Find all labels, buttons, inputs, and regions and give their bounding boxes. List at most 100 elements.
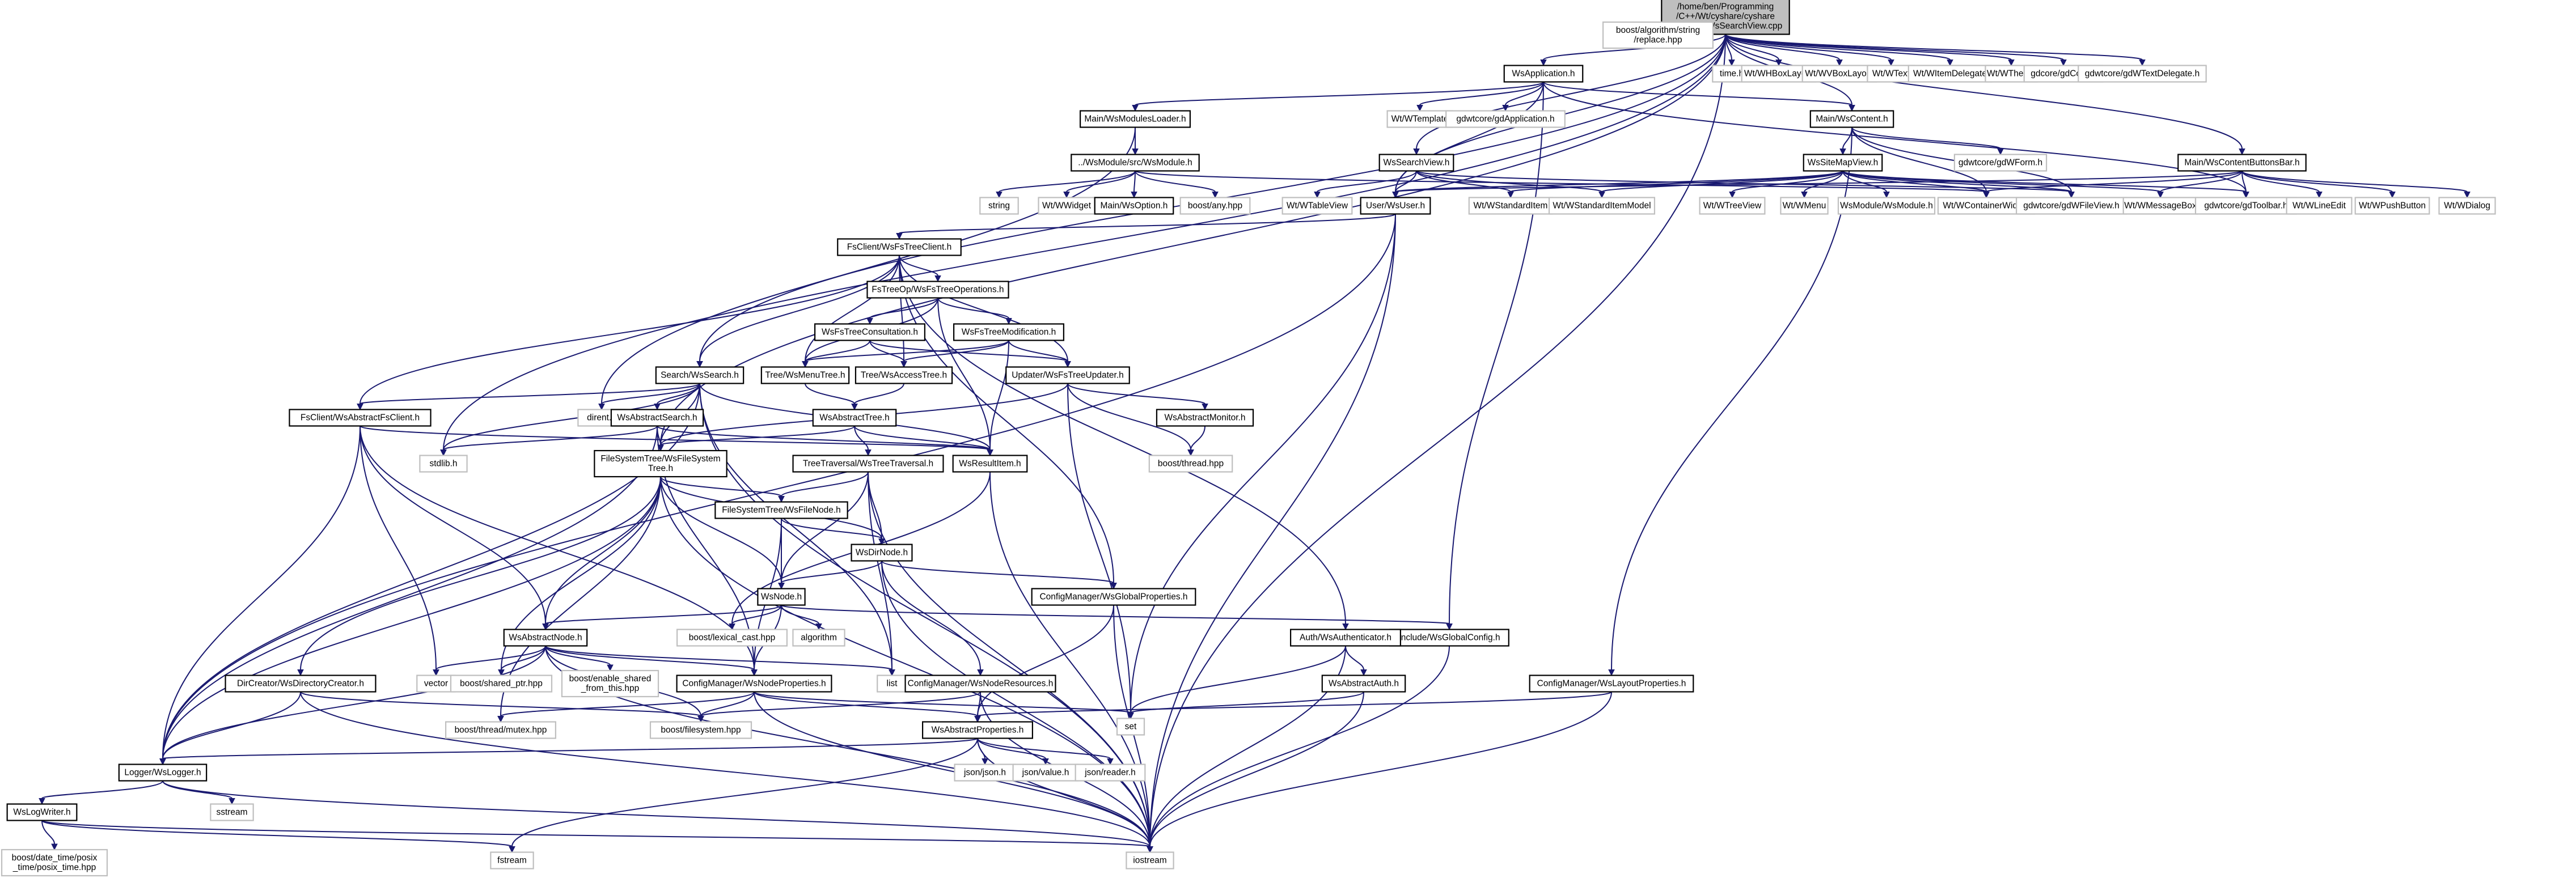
node-WsLayoutProperties[interactable]: ConfigManager/WsLayoutProperties.h — [1529, 675, 1694, 693]
edge-line — [1149, 646, 1346, 847]
node-WsContentButtonsBar[interactable]: Main/WsContentButtonsBar.h — [2177, 154, 2307, 172]
node-vector: vector — [416, 675, 456, 693]
edge-line — [300, 691, 701, 717]
node-box — [2194, 197, 2298, 215]
node-label: fstream — [497, 856, 527, 866]
edge-WsAuthenticator-to-WsAbstractAuth — [1345, 646, 1367, 676]
edge-WsFsTreeClient-to-WsAuthenticator — [899, 255, 1349, 630]
node-WsNode[interactable]: WsNode.h — [757, 588, 806, 606]
node-box — [792, 629, 845, 647]
node-layer: /home/ben/Programming/C++/Wt/cyshare/cys… — [1, 0, 2496, 877]
node-WsSearchView[interactable]: WsSearchView.h — [1378, 154, 1454, 172]
edge-WsFsTreeUpdater-to-set — [1067, 383, 1134, 719]
arrowhead-icon — [815, 623, 822, 630]
node-WsFsTreeUpdater[interactable]: Updater/WsFsTreeUpdater.h — [1005, 366, 1130, 384]
edge-line — [1842, 127, 1852, 149]
edge-line — [781, 561, 882, 584]
node-label: boost/algorithm/string — [1616, 26, 1700, 35]
node-WsAuthenticator[interactable]: Auth/WsAuthenticator.h — [1290, 629, 1402, 647]
node-WsResultItem[interactable]: WsResultItem.h — [952, 455, 1028, 473]
node-WsSiteMapView[interactable]: WsSiteMapView.h — [1803, 154, 1883, 172]
node-WsAbstractMonitor[interactable]: WsAbstractMonitor.h — [1156, 409, 1254, 427]
node-box — [1071, 154, 1200, 172]
node-WsContent[interactable]: Main/WsContent.h — [1809, 110, 1894, 128]
node-WsGlobalConfig[interactable]: Include/WsGlobalConfig.h — [1389, 629, 1509, 647]
node-WsFsTreeClient[interactable]: FsClient/WsFsTreeClient.h — [837, 238, 962, 256]
arrowhead-icon — [2464, 192, 2471, 198]
edge-line — [41, 820, 55, 845]
node-box — [1699, 197, 1766, 215]
node-label: Main/WsModulesLoader.h — [1084, 114, 1186, 124]
node-box — [2078, 65, 2207, 83]
node-boost_any: boost/any.hpp — [1179, 197, 1251, 215]
node-label: Wt/WTableView — [1287, 201, 1348, 211]
node-WsAbstractProperties[interactable]: WsAbstractProperties.h — [921, 721, 1033, 739]
edge-line — [2241, 170, 2393, 193]
edge-WsSearch-to-WsAbstractFsClient — [357, 383, 700, 410]
node-WsAbstractAuth[interactable]: WsAbstractAuth.h — [1321, 675, 1406, 693]
arrowhead-icon — [51, 843, 58, 851]
node-WsGlobalProperties[interactable]: ConfigManager/WsGlobalProperties.h — [1031, 588, 1196, 606]
edge-WsSiteMapView-to-WMessageBox — [1842, 170, 2164, 198]
arrowhead-icon — [657, 444, 664, 452]
node-WsApplication[interactable]: WsApplication.h — [1503, 65, 1584, 83]
edge-line — [41, 820, 1150, 847]
edge-line — [1842, 170, 2161, 193]
edge-line — [1842, 170, 1987, 193]
node-WsNodeResources[interactable]: ConfigManager/WsNodeResources.h — [904, 675, 1056, 693]
node-WsLogWriter[interactable]: WsLogWriter.h — [6, 803, 78, 821]
node-WsFsTreeConsultation[interactable]: WsFsTreeConsultation.h — [814, 323, 925, 341]
node-WsFsTreeModification[interactable]: WsFsTreeModification.h — [953, 323, 1064, 341]
edge-WsModule-to-WsOption — [1131, 171, 1137, 198]
node-WsFileNode[interactable]: FileSystemTree/WsFileNode.h — [714, 501, 848, 519]
arrowhead-icon — [865, 449, 872, 456]
node-WsLogger[interactable]: Logger/WsLogger.h — [118, 764, 208, 782]
arrowhead-icon — [977, 669, 984, 676]
node-WsDirNode[interactable]: WsDirNode.h — [851, 544, 913, 562]
edge-root-to-WVBoxLayout — [1725, 34, 1843, 66]
edge-WsContent-to-WsLayoutProperties — [1608, 127, 1852, 676]
node-label: boost/shared_ptr.hpp — [460, 679, 543, 689]
edge-User-to-WsFsTreeClient — [896, 213, 1396, 240]
edge-WsModule-to-WWidget — [1063, 171, 1136, 198]
edge-WsSearch-to-WsLogger — [159, 383, 700, 765]
node-box — [1468, 197, 1553, 215]
arrowhead-icon — [2068, 192, 2075, 198]
edge-WsFileNode-to-WsDirNode — [781, 518, 885, 545]
node-WsSearch[interactable]: Search/WsSearch.h — [655, 366, 745, 384]
node-box — [1079, 110, 1191, 128]
edge-line — [162, 426, 658, 759]
node-WsAbstractFsClient[interactable]: FsClient/WsAbstractFsClient.h — [289, 409, 432, 427]
edge-root-to-gdCore — [1725, 33, 2067, 66]
node-WsModule[interactable]: ../WsModule/src/WsModule.h — [1071, 154, 1200, 172]
edge-line — [1317, 171, 1417, 193]
node-WsFsTreeOperations[interactable]: FsTreeOp/WsFsTreeOperations.h — [866, 281, 1009, 299]
edge-root-to-stdlib — [440, 34, 1726, 456]
node-WsAbstractSearch[interactable]: WsAbstractSearch.h — [610, 409, 704, 427]
node-WsAbstractTree[interactable]: WsAbstractTree.h — [812, 409, 897, 427]
node-User[interactable]: User/WsUser.h — [1360, 197, 1431, 215]
node-WsAbstractNode[interactable]: WsAbstractNode.h — [503, 629, 588, 647]
node-WsMenuTree[interactable]: Tree/WsMenuTree.h — [760, 366, 850, 384]
node-WsOption[interactable]: Main/WsOption.h — [1094, 197, 1174, 215]
node-label: WsAbstractAuth.h — [1329, 679, 1399, 689]
node-label: ConfigManager/WsNodeResources.h — [908, 679, 1054, 689]
node-box — [714, 501, 848, 519]
node-label: WsApplication.h — [1512, 69, 1575, 79]
edge-line — [869, 340, 904, 362]
node-label: Wt/WWidget — [1042, 201, 1092, 211]
node-WsAccessTree[interactable]: Tree/WsAccessTree.h — [855, 366, 953, 384]
node-WsModulesLoader[interactable]: Main/WsModulesLoader.h — [1079, 110, 1191, 128]
node-label: TreeTraversal/WsTreeTraversal.h — [803, 459, 933, 469]
node-WsNodeProperties[interactable]: ConfigManager/WsNodeProperties.h — [676, 675, 832, 693]
node-WsDirectoryCreator[interactable]: DirCreator/WsDirectoryCreator.h — [225, 675, 377, 693]
edge-line — [660, 476, 782, 497]
edge-WsNodeProperties-to-WsAbstractProperties — [754, 691, 981, 723]
node-label: Wt/WDialog — [2444, 201, 2490, 211]
node-WsTreeTraversal[interactable]: TreeTraversal/WsTreeTraversal.h — [792, 455, 944, 473]
edge-WsLayoutProperties-to-WsAbstractProperties — [974, 691, 1612, 723]
edge-root-to-WText — [1725, 34, 1894, 66]
edge-WsDirNode-to-WsGlobalProperties — [881, 560, 1117, 589]
edge-line — [162, 737, 978, 760]
